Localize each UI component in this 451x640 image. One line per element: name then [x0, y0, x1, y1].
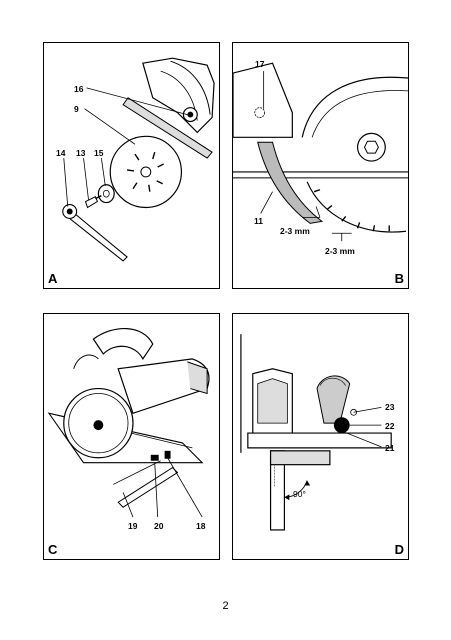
- callout-14: 14: [56, 148, 66, 158]
- dimension-label-1: 2-3 mm: [280, 226, 310, 236]
- figure-panel-b: 17 11 2-3 mm 2-3 mm B: [232, 42, 409, 289]
- figure-panel-d: 23 22 21 90° D: [232, 313, 409, 560]
- callout-18: 18: [196, 521, 206, 531]
- illustration-blade-assembly: [62, 57, 215, 262]
- panel-letter-c: C: [48, 542, 58, 557]
- angle-label: 90°: [293, 489, 306, 499]
- panel-letter-d: D: [394, 542, 404, 557]
- callout-19: 19: [128, 521, 138, 531]
- figure-panel-c: 19 20 18 C: [43, 313, 220, 560]
- illustration-riving-knife: [233, 62, 408, 242]
- panel-letter-a: A: [48, 271, 58, 286]
- callout-9: 9: [74, 104, 79, 114]
- callout-13: 13: [76, 148, 86, 158]
- panel-letter-b: B: [394, 271, 404, 286]
- callout-23: 23: [385, 402, 395, 412]
- callout-11: 11: [254, 216, 263, 226]
- callout-16: 16: [74, 84, 84, 94]
- callout-20: 20: [154, 521, 164, 531]
- page-number: 2: [222, 600, 229, 612]
- callout-15: 15: [94, 148, 104, 158]
- illustration-bevel-adjustment: [240, 334, 392, 531]
- callout-22: 22: [385, 421, 395, 431]
- callout-21: 21: [385, 443, 395, 453]
- illustration-saw-overview: [47, 327, 210, 518]
- figure-panel-a: 16 9 14 13 15 A: [43, 42, 220, 289]
- callout-17: 17: [255, 59, 265, 69]
- dimension-label-2: 2-3 mm: [325, 246, 355, 256]
